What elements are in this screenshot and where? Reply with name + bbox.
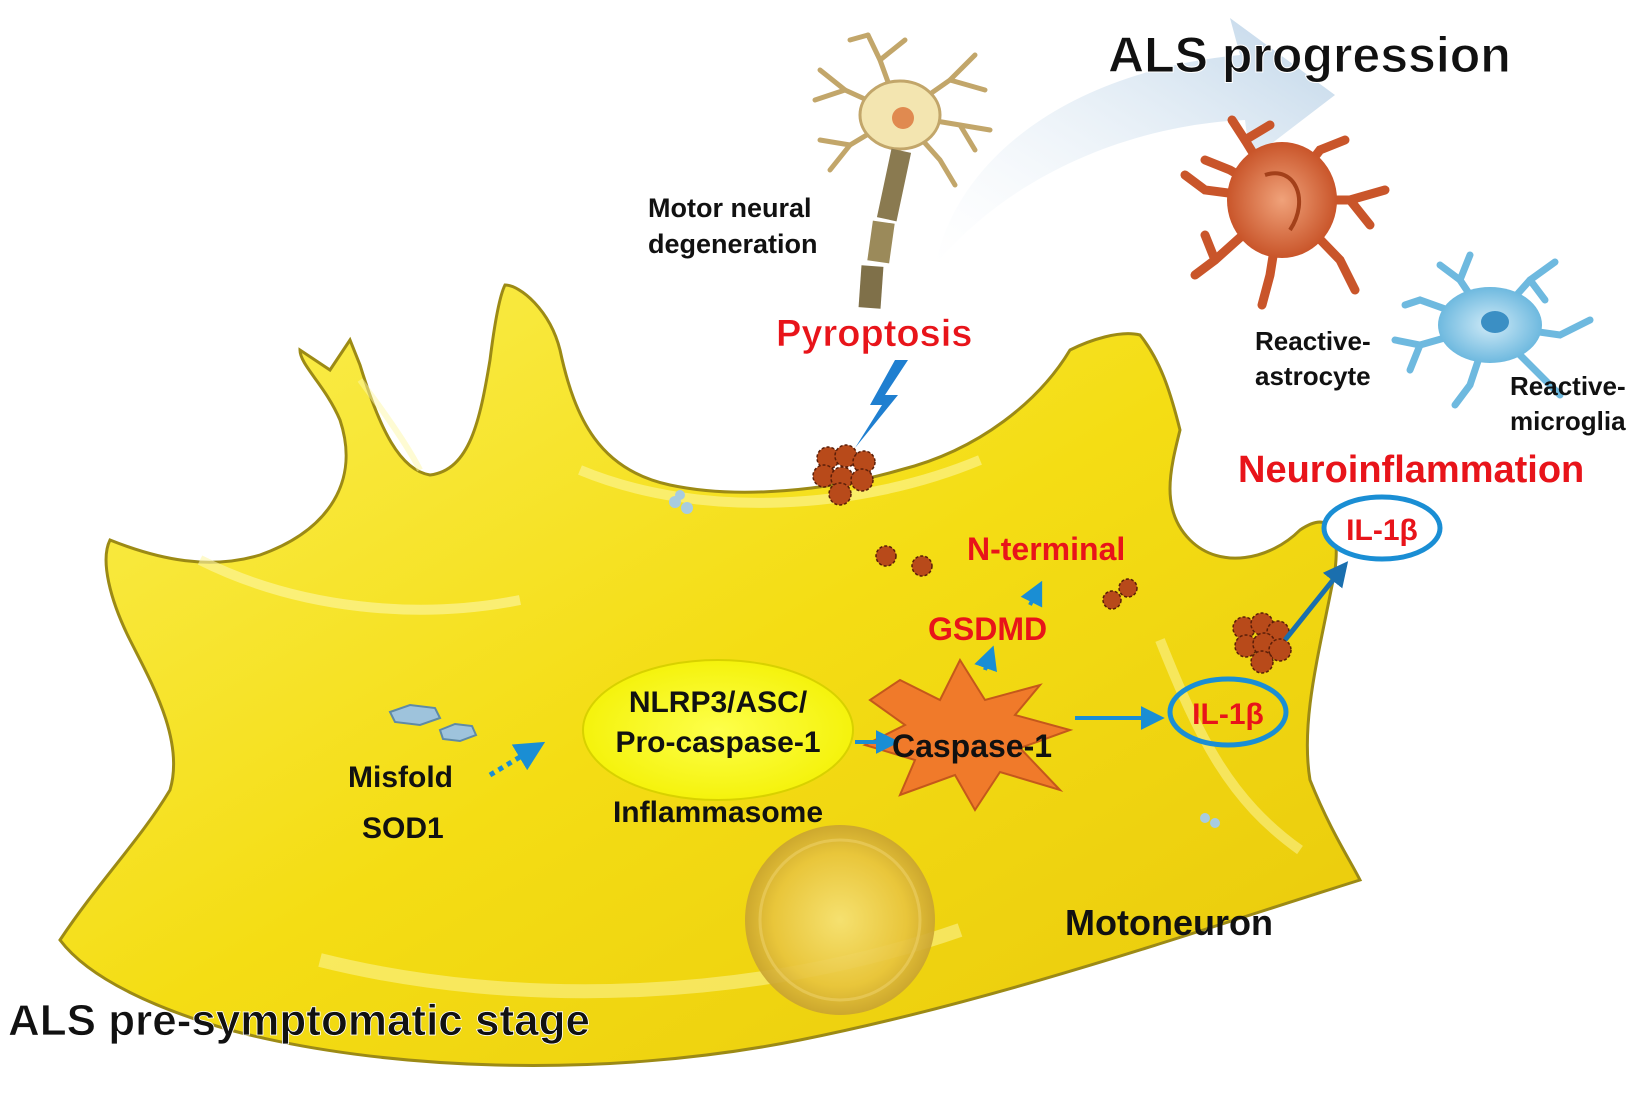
title: ALS progression — [1108, 27, 1511, 83]
motor-neural-degeneration-label-2: degeneration — [648, 229, 818, 259]
nucleus — [745, 825, 935, 1015]
arrows — [488, 445, 1349, 778]
arrow-caspase-to-gsdmd — [974, 645, 997, 673]
reactive-astrocyte-icon — [1180, 115, 1390, 310]
reactive-astrocyte-label-2: astrocyte — [1255, 361, 1371, 391]
arrow-pore-to-pyroptosis — [880, 445, 885, 455]
inflammasome-caption: Inflammasome — [613, 796, 823, 829]
motor-neuron-icon — [812, 32, 993, 309]
gsdmd-pore-top — [812, 444, 876, 506]
stage-label: ALS pre-symptomatic stage — [8, 996, 590, 1045]
labels: ALS progression Motor neural degeneratio… — [8, 27, 1627, 1046]
pyroptosis-label: Pyroptosis — [776, 313, 972, 355]
il1b-outside-label: IL-1β — [1346, 514, 1418, 547]
neuroinflammation-label: Neuroinflammation — [1238, 449, 1584, 491]
reactive-microglia-label-1: Reactive- — [1510, 371, 1626, 401]
misfold-label-2: SOD1 — [362, 812, 444, 845]
il1b-inside-oval — [1167, 676, 1289, 748]
progression-arrow — [935, 18, 1335, 265]
arrow-il1b-to-outside — [1283, 561, 1349, 642]
reactive-microglia-icon — [1391, 251, 1594, 409]
arrow-gsdmd-to-nterminal — [1020, 580, 1043, 608]
inflammasome-line2: Pro-caspase-1 — [615, 726, 820, 759]
il1b-outside-oval — [1321, 494, 1443, 562]
il1b-inside-label: IL-1β — [1192, 698, 1264, 731]
inflammasome-complex — [582, 659, 854, 801]
n-terminal-particles — [875, 545, 1138, 610]
n-terminal-label: N-terminal — [967, 531, 1125, 567]
gsdmd-label: GSDMD — [928, 611, 1047, 647]
misfold-label-1: Misfold — [348, 761, 453, 794]
reactive-microglia-label-2: microglia — [1510, 406, 1626, 436]
cell-label: Motoneuron — [1065, 902, 1273, 943]
misfold-sod1-icon — [388, 703, 478, 743]
motor-neural-degeneration-label-1: Motor neural — [648, 193, 812, 223]
reactive-astrocyte-label-1: Reactive- — [1255, 326, 1371, 356]
small-particles — [669, 490, 1220, 828]
inflammasome-line1: NLRP3/ASC/ — [629, 686, 808, 719]
lightning-icon — [855, 360, 908, 448]
caspase-label: Caspase-1 — [892, 728, 1052, 764]
gsdmd-pore-right — [1232, 612, 1292, 674]
